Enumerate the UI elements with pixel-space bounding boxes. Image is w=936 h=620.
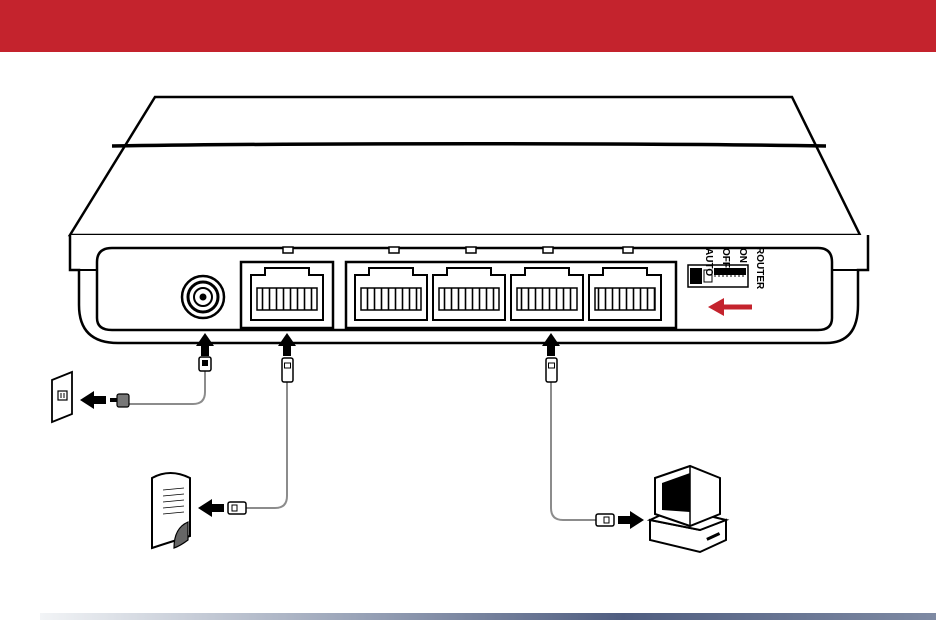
internet-plug <box>282 358 293 382</box>
wall-outlet <box>52 372 72 422</box>
computer <box>650 466 726 552</box>
outlet-plug <box>110 394 129 407</box>
modem <box>152 473 190 548</box>
switch-label-on: ON <box>737 248 748 263</box>
lan-plug <box>546 358 557 382</box>
modem-plug <box>228 502 246 514</box>
power-cable <box>128 370 205 404</box>
switch-label-off: OFF <box>720 248 731 268</box>
internet-cable <box>244 380 287 508</box>
power-plug <box>199 357 211 371</box>
footer-gradient-rule <box>40 613 936 620</box>
computer-plug <box>596 514 614 526</box>
outlet-arrow <box>80 391 106 409</box>
switch-label-router: ROUTER <box>754 247 765 289</box>
modem-arrow <box>198 499 224 517</box>
lan-cable <box>551 380 596 520</box>
computer-arrow <box>618 511 644 529</box>
switch-label-auto: AUTO <box>703 248 714 276</box>
power-jack <box>182 276 224 318</box>
router-mode-switch[interactable] <box>688 265 748 287</box>
